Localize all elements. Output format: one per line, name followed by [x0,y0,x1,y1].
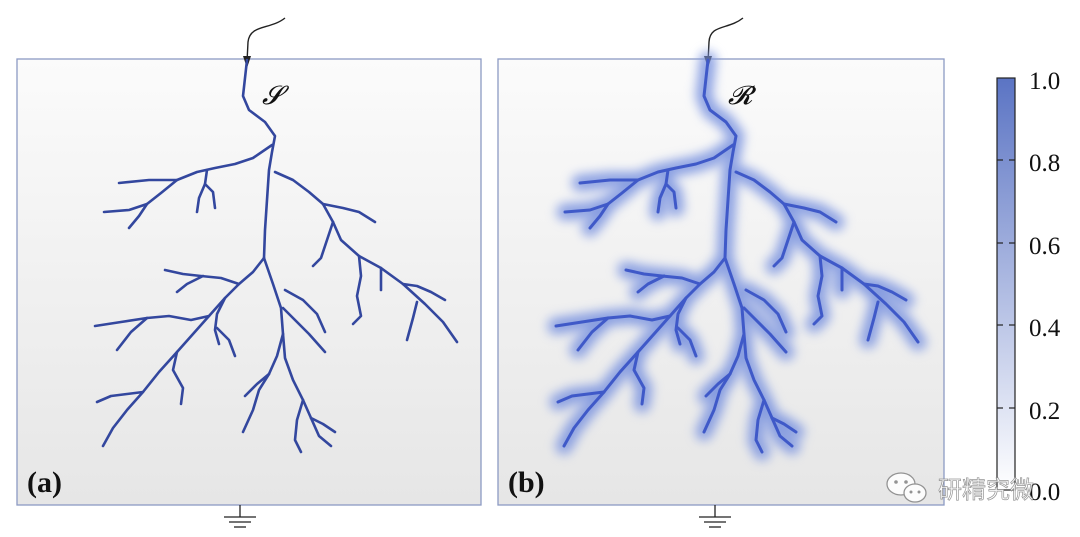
field-label-r: 𝓡 [728,81,757,111]
wechat-icon [886,472,927,503]
source-wire-a [246,17,286,63]
colorbar-tick-0-0: 0.0 [1029,479,1060,506]
colorbar-ticks [997,159,1015,409]
colorbar: 1.0 0.8 0.6 0.4 0.2 0.0 [996,68,1061,506]
panel-label-b: (b) [508,466,545,499]
colorbar-tick-0-8: 0.8 [1029,150,1060,177]
panel-b: 𝓡 (b) [497,17,945,528]
panel-a-frame [16,58,482,506]
ground-icon-a [224,505,256,528]
source-wire-b [707,17,744,63]
panel-a: 𝓢 (a) [16,17,482,528]
panel-label-a: (a) [27,466,62,499]
colorbar-tick-1-0: 1.0 [1029,68,1060,95]
ground-icon-b [699,505,731,528]
watermark-text: 研精究微 [938,476,1034,504]
colorbar-tick-0-6: 0.6 [1029,233,1060,260]
colorbar-tick-0-2: 0.2 [1029,398,1060,425]
colorbar-gradient [996,77,1016,491]
watermark: 研精究微 [886,472,1034,504]
colorbar-tick-0-4: 0.4 [1029,315,1061,342]
